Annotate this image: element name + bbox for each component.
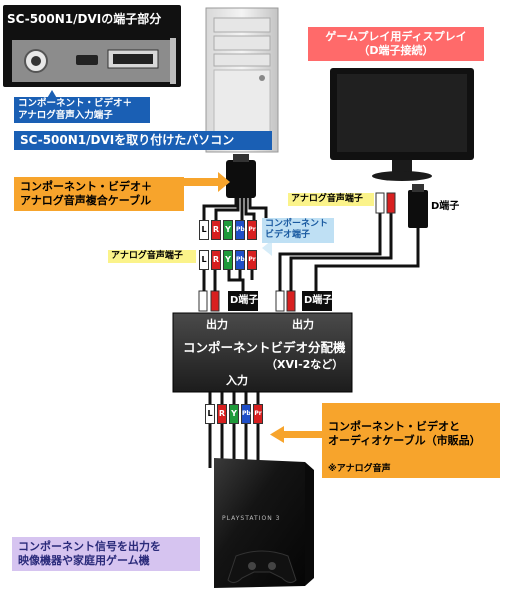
capture-card-image [3,5,181,87]
plug-row-middle-plug-pr: Pr [247,250,257,270]
plug-row-middle-plug-y: Y [223,250,233,270]
plug-row-bottom-plug-l: L [205,404,215,424]
component-video-port-label: コンポーネント ビデオ端子 [262,218,334,243]
plug-row-top-plug-pr: Pr [247,220,257,240]
plug-row-top-plug-l: L [199,220,209,240]
plug-row-bottom-plug-r: R [217,404,227,424]
plug-row-top-plug-r: R [211,220,221,240]
plug-row-top-plug-pb: Pb [235,220,245,240]
plug-row-bottom-plug-pb: Pb [241,404,251,424]
distributor-box [172,312,353,393]
console-brand-text: PLAYSTATION 3 [222,515,281,522]
display-d-plug [408,190,428,228]
distributor-out2: 出力 [292,318,314,331]
card-port-label: コンポーネント・ビデオ＋ アナログ音声入力端子 [14,97,150,123]
display-cables [278,212,420,291]
plug-row-bottom-plug-y: Y [229,404,239,424]
distributor-name: コンポーネントビデオ分配機 [183,340,346,355]
controller-image [227,550,297,584]
display-image [330,68,474,181]
av-cable-note: ※アナログ音声 [328,464,391,474]
display-label: ゲームプレイ用ディスプレイ （D端子接続） [308,27,484,61]
plug-row-bottom-plug-pr: Pr [253,404,263,424]
distributor-d-jack-2 [302,291,332,311]
distributor-model: （XVI-2など） [266,358,344,371]
plug-row-middle-plug-r: R [211,250,221,270]
distributor-d-label-2: D端子 [304,295,333,306]
distributor-d-label-1: D端子 [230,295,259,306]
pc-label: SC-500N1/DVIを取り付けたパソコン [14,131,272,150]
analog-audio-label-right: アナログ音声端子 [288,193,374,207]
composite-cable-wires [202,198,268,220]
plug-row-middle-plug-l: L [199,250,209,270]
cable-label: コンポーネント・ビデオ＋ アナログ音声複合ケーブル [14,177,184,211]
analog-audio-label-left: アナログ音声端子 [108,250,196,264]
arrows [182,172,324,443]
card-title: SC-500N1/DVIの端子部分 [7,12,162,26]
plug-row-middle-plug-pb: Pb [235,250,245,270]
av-cable-label: コンポーネント・ビデオと オーディオケーブル（市販品） ※アナログ音声 [322,403,500,479]
source-device-label: コンポーネント信号を出力を 映像機器や家庭用ゲーム機 [12,537,200,571]
composite-cable-connector [226,160,256,198]
distributor-out1: 出力 [206,318,228,331]
distributor-d-jack-1 [228,291,258,311]
av-cable-label-text: コンポーネント・ビデオと オーディオケーブル（市販品） [328,419,481,447]
plug-row-top-plug-y: Y [223,220,233,240]
distributor-in: 入力 [226,374,248,387]
display-d-port-label: D端子 [431,201,460,212]
